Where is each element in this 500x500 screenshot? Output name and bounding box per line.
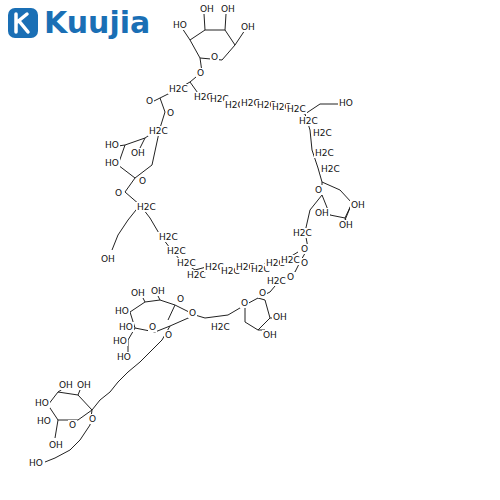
atom-label: O [176, 294, 185, 304]
atom-label: OH [314, 208, 330, 218]
atom-label: OH [338, 220, 354, 230]
atom-label: OH [240, 22, 256, 32]
atom-label: H2C [312, 128, 333, 138]
atom-label: H2C [286, 104, 307, 114]
atom-label: H2C [210, 322, 231, 332]
atom-label: OH [130, 148, 146, 158]
atom-label: O [188, 308, 197, 318]
atom-label: H2C [166, 246, 187, 256]
atom-label: H2C [292, 228, 313, 238]
atom-label: H2C [158, 232, 179, 242]
atom-label: HO [118, 322, 134, 332]
atom-label: O [300, 244, 309, 254]
atom-label: H2C [266, 276, 287, 286]
atom-label: OH [150, 286, 166, 296]
atom-label: H2C [298, 116, 319, 126]
atom-label: HO [112, 336, 128, 346]
atom-label: O [164, 330, 173, 340]
brand-logo: Kuujia [44, 6, 150, 40]
atom-label: O [196, 68, 205, 78]
atom-label: H2C [176, 258, 197, 268]
atom-label: O [286, 272, 295, 282]
logo-icon [8, 8, 38, 38]
atom-label: O [148, 322, 157, 332]
atom-label: HO [34, 398, 50, 408]
atom-label: OH [350, 200, 366, 210]
atom-label: O [114, 188, 123, 198]
atom-label: O [300, 258, 309, 268]
atom-label: OH [58, 380, 74, 390]
atom-label: OH [272, 312, 288, 322]
atom-label: HO [172, 20, 188, 30]
atom-label: OH [220, 4, 236, 14]
atom-label: O [88, 414, 97, 424]
atom-label: OH [199, 4, 215, 14]
atom-label: HO [338, 98, 354, 108]
atom-label: OH [262, 330, 278, 340]
atom-label: O [138, 176, 147, 186]
atom-label: O [258, 288, 267, 298]
atom-label: HO [114, 306, 130, 316]
atom-label: O [210, 52, 219, 62]
atom-label: HO [116, 352, 132, 362]
atom-label: H2C [136, 202, 157, 212]
atom-label: OH [130, 288, 146, 298]
atom-label: OH [48, 440, 64, 450]
atom-label: OH [100, 254, 116, 264]
atom-label: HO [104, 158, 120, 168]
atom-label: O [314, 185, 323, 195]
atom-label: O [68, 420, 77, 430]
atom-label: H2C [314, 148, 335, 158]
atom-label: O [145, 96, 154, 106]
atom-label: OH [76, 380, 92, 390]
atom-label: O [240, 298, 249, 308]
atom-label: HO [36, 416, 52, 426]
bonds [45, 14, 352, 462]
atom-label: HO [28, 458, 44, 468]
atom-label: O [166, 108, 175, 118]
atom-label: H2C [320, 164, 341, 174]
atom-label: H2C [168, 84, 189, 94]
atom-label: HO [104, 140, 120, 150]
atom-label: H2C [280, 255, 301, 265]
atom-label: H2C [148, 126, 169, 136]
